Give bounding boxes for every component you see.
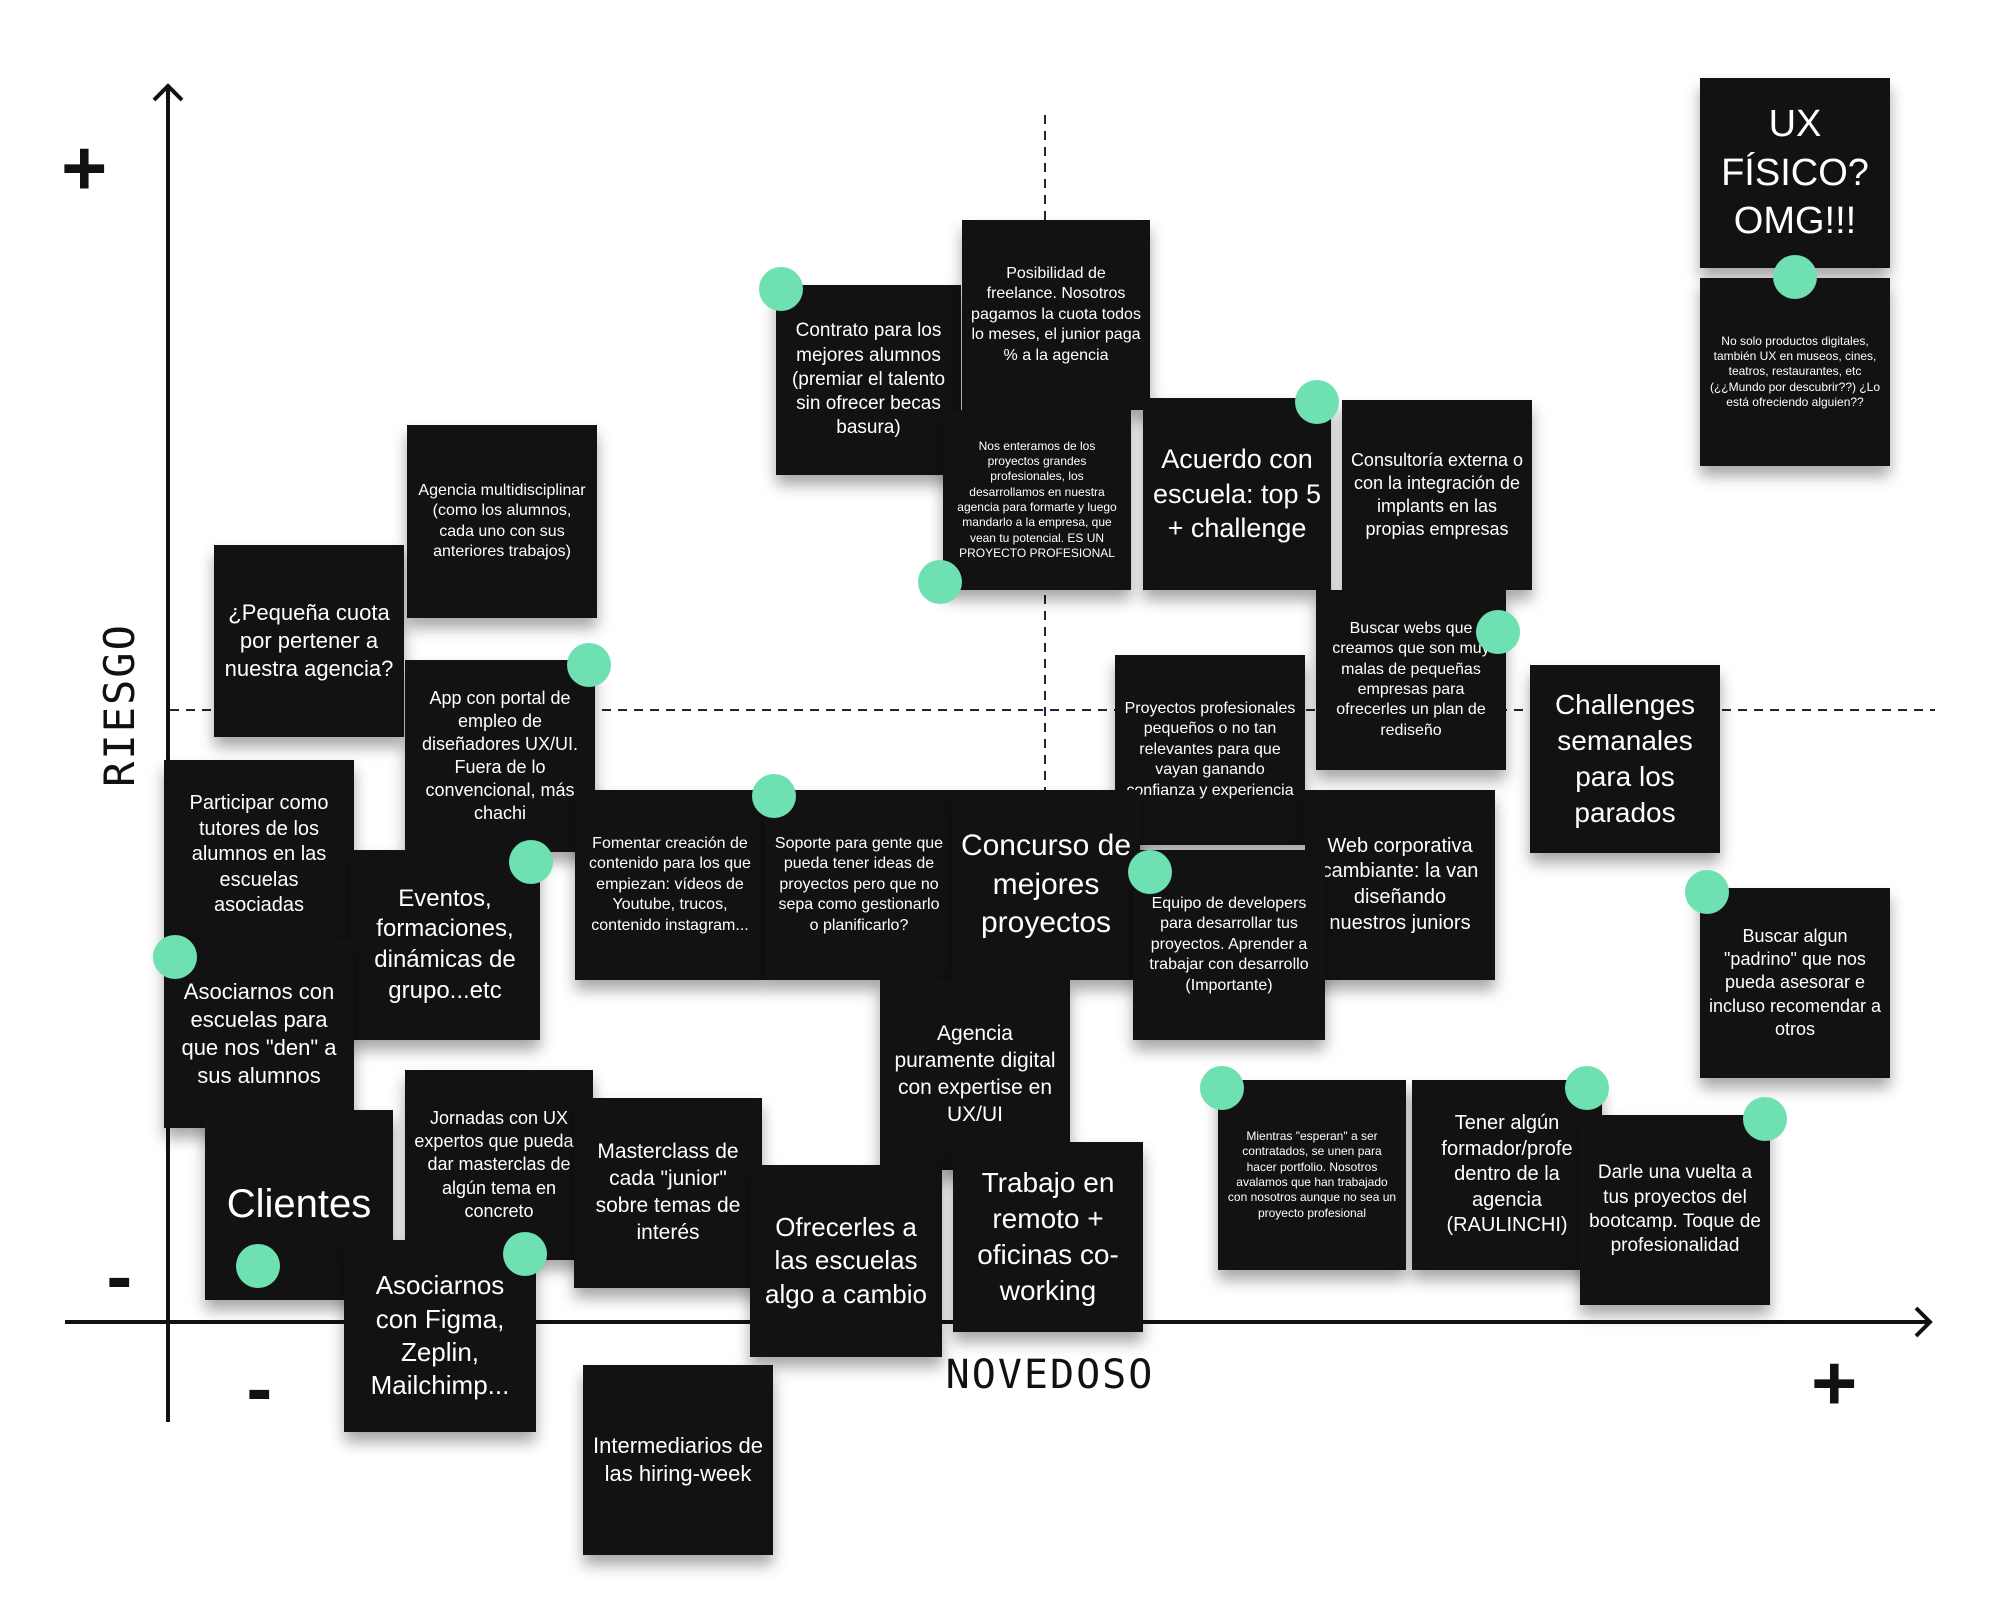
note-text: Agencia multidisciplinar (como los alumn… — [418, 481, 586, 560]
vote-dot — [567, 643, 611, 687]
note-freelance[interactable]: Posibilidad de freelance. Nosotros pagam… — [962, 220, 1150, 410]
vote-dot — [1773, 255, 1817, 299]
vote-dot — [1565, 1066, 1609, 1110]
note-text: Concurso de mejores proyectos — [960, 829, 1132, 940]
note-trabajo-remoto[interactable]: Trabajo en remoto + oficinas co-working — [953, 1142, 1143, 1332]
note-app-portal[interactable]: App con portal de empleo de diseñadores … — [405, 660, 595, 852]
note-ofrecerles[interactable]: Ofrecerles a las escuelas algo a cambio — [750, 1165, 942, 1357]
note-concurso[interactable]: Concurso de mejores proyectos — [952, 790, 1140, 980]
note-text: Contrato para los mejores alumnos (premi… — [791, 320, 946, 439]
note-pequena-cuota[interactable]: ¿Pequeña cuota por pertener a nuestra ag… — [214, 545, 404, 737]
note-text: Intermediarios de las hiring-week — [593, 1432, 763, 1486]
note-asociarnos-figma[interactable]: Asociarnos con Figma, Zeplin, Mailchimp.… — [344, 1240, 536, 1432]
note-asociarnos-escuelas[interactable]: Asociarnos con escuelas para que nos "de… — [164, 940, 354, 1128]
vote-dot — [236, 1244, 280, 1288]
note-text: Tener algún formador/profe dentro de la … — [1441, 1112, 1573, 1237]
vote-dot — [918, 560, 962, 604]
y-minus-sign: - — [100, 1243, 139, 1317]
note-masterclass[interactable]: Masterclass de cada "junior" sobre temas… — [574, 1098, 762, 1288]
x-plus-sign: + — [1812, 1339, 1857, 1425]
note-proyectos-pequenos[interactable]: Proyectos profesionales pequeños o no ta… — [1115, 655, 1305, 845]
y-axis-arrow — [152, 83, 184, 102]
vote-dot — [1295, 380, 1339, 424]
note-text: UX FÍSICO? OMG!!! — [1721, 103, 1869, 243]
note-no-solo-productos[interactable]: No solo productos digitales, también UX … — [1700, 278, 1890, 466]
note-text: Buscar algun "padrino" que nos pueda ase… — [1708, 926, 1882, 1039]
note-eventos[interactable]: Eventos, formaciones, dinámicas de grupo… — [350, 850, 540, 1040]
vote-dot — [752, 774, 796, 818]
note-text: Asociarnos con escuelas para que nos "de… — [181, 978, 337, 1089]
note-text: Equipo de developers para desarrollar tu… — [1149, 894, 1309, 994]
vote-dot — [1476, 610, 1520, 654]
vote-dot — [153, 935, 197, 979]
vote-dot — [503, 1232, 547, 1276]
note-text: Trabajo en remoto + oficinas co-working — [977, 1167, 1119, 1306]
vote-dot — [1200, 1066, 1244, 1110]
note-text: Challenges semanales para los parados — [1554, 689, 1696, 828]
note-challenges[interactable]: Challenges semanales para los parados — [1530, 665, 1720, 853]
note-buscar-webs[interactable]: Buscar webs que creamos que son muy mala… — [1316, 590, 1506, 770]
note-text: Mientras "esperan" a ser contratados, se… — [1227, 1128, 1397, 1220]
y-axis-label: RIESGO — [95, 623, 144, 787]
note-text: Soporte para gente que pueda tener ideas… — [774, 834, 944, 934]
note-text: Acuerdo con escuela: top 5 + challenge — [1152, 444, 1322, 544]
note-contrato[interactable]: Contrato para los mejores alumnos (premi… — [776, 285, 961, 475]
note-soporte[interactable]: Soporte para gente que pueda tener ideas… — [765, 790, 953, 980]
note-text: ¿Pequeña cuota por pertener a nuestra ag… — [224, 599, 394, 682]
vote-dot — [759, 267, 803, 311]
note-text: Eventos, formaciones, dinámicas de grupo… — [374, 884, 516, 1004]
note-agencia-digital[interactable]: Agencia puramente digital con expertise … — [880, 980, 1070, 1170]
x-axis-label: NOVEDOSO — [945, 1352, 1155, 1398]
note-ux-fisico[interactable]: UX FÍSICO? OMG!!! — [1700, 78, 1890, 268]
vote-dot — [1743, 1097, 1787, 1141]
note-text: Consultoría externa o con la integración… — [1350, 449, 1524, 540]
note-proyectos-grandes[interactable]: Nos enteramos de los proyectos grandes p… — [943, 410, 1131, 590]
x-minus-sign: - — [240, 1355, 279, 1429]
note-text: Fomentar creación de contenido para los … — [589, 834, 751, 934]
vote-dot — [1685, 870, 1729, 914]
note-text: Masterclass de cada "junior" sobre temas… — [595, 1140, 741, 1244]
note-text: Web corporativa cambiante: la van diseña… — [1321, 834, 1479, 934]
note-text: Clientes — [226, 1182, 372, 1227]
note-participar-tutores[interactable]: Participar como tutores de los alumnos e… — [164, 760, 354, 950]
note-text: Buscar webs que creamos que son muy mala… — [1332, 619, 1490, 739]
note-equipo-developers[interactable]: Equipo de developers para desarrollar tu… — [1133, 850, 1325, 1040]
note-fomentar[interactable]: Fomentar creación de contenido para los … — [575, 790, 765, 980]
y-plus-sign: + — [62, 124, 107, 210]
note-darle-vuelta[interactable]: Darle una vuelta a tus proyectos del boo… — [1580, 1115, 1770, 1305]
note-text: Asociarnos con Figma, Zeplin, Mailchimp.… — [370, 1270, 510, 1401]
note-consultoria[interactable]: Consultoría externa o con la integración… — [1342, 400, 1532, 590]
note-jornadas[interactable]: Jornadas con UX expertos que puedan dar … — [405, 1070, 593, 1260]
note-text: Posibilidad de freelance. Nosotros pagam… — [971, 264, 1141, 364]
note-acuerdo-escuela[interactable]: Acuerdo con escuela: top 5 + challenge — [1143, 398, 1331, 590]
note-text: No solo productos digitales, también UX … — [1709, 333, 1881, 410]
note-intermediarios[interactable]: Intermediarios de las hiring-week — [583, 1365, 773, 1555]
note-text: Agencia puramente digital con expertise … — [894, 1022, 1056, 1126]
x-axis-arrow — [1914, 1306, 1933, 1338]
note-text: Participar como tutores de los alumnos e… — [189, 792, 329, 917]
note-mientras-esperan[interactable]: Mientras "esperan" a ser contratados, se… — [1218, 1080, 1406, 1270]
note-text: Proyectos profesionales pequeños o no ta… — [1124, 699, 1296, 799]
note-web-corporativa[interactable]: Web corporativa cambiante: la van diseña… — [1305, 790, 1495, 980]
vote-dot — [1128, 850, 1172, 894]
note-text: Jornadas con UX expertos que puedan dar … — [414, 1108, 584, 1221]
note-text: App con portal de empleo de diseñadores … — [421, 687, 579, 824]
note-formador[interactable]: Tener algún formador/profe dentro de la … — [1412, 1080, 1602, 1270]
note-text: Ofrecerles a las escuelas algo a cambio — [765, 1212, 927, 1309]
note-buscar-padrino[interactable]: Buscar algun "padrino" que nos pueda ase… — [1700, 888, 1890, 1078]
note-text: Darle una vuelta a tus proyectos del boo… — [1589, 1162, 1761, 1257]
vote-dot — [509, 840, 553, 884]
note-text: Nos enteramos de los proyectos grandes p… — [957, 438, 1117, 561]
note-agencia-multi[interactable]: Agencia multidisciplinar (como los alumn… — [407, 425, 597, 618]
